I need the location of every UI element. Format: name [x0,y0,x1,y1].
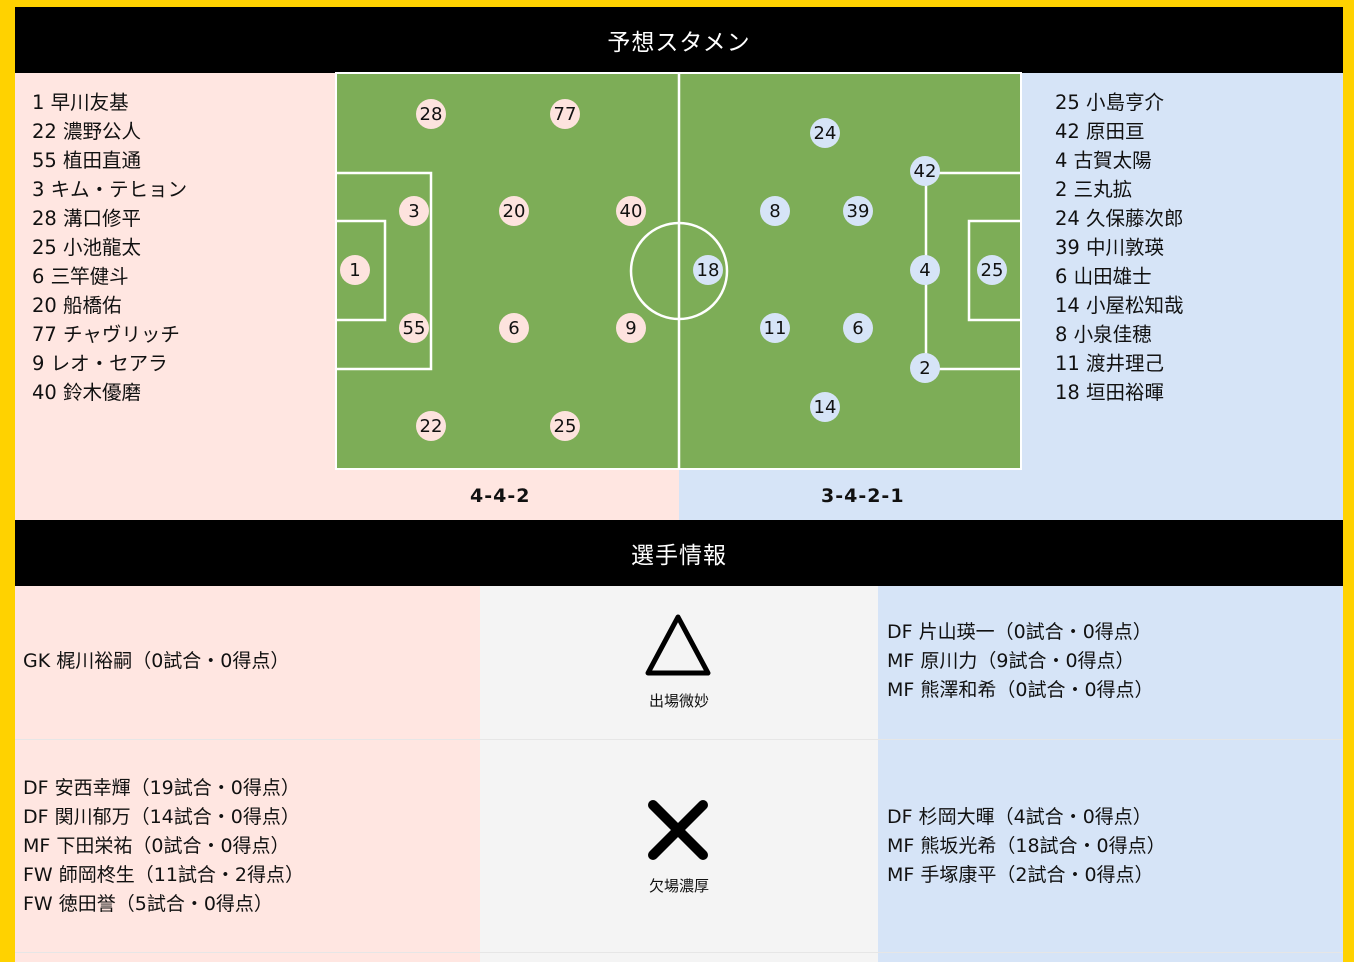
status-panel [480,586,878,962]
home-formation: 4-4-2 [470,485,531,507]
away-player-marker: 4 [910,255,940,285]
home-roster-item: 25 小池龍太 [32,236,142,259]
doubtful-label: 出場微妙 [648,692,709,710]
away-roster-item: 8 小泉佳穂 [1055,323,1152,346]
home-out-list: DF 安西幸輝（19試合・0得点） DF 関川郁万（14試合・0得点） MF 下… [23,774,304,919]
player-info-title: 選手情報 [631,543,727,569]
home-out-item: FW 師岡柊生（11試合・2得点） [23,864,305,886]
home-roster-item: 40 鈴木優磨 [32,381,142,404]
home-player-marker: 20 [499,196,529,226]
pitch: 1 3 55 28 22 20 6 77 25 40 9 25 42 4 2 2… [335,72,1022,470]
home-player-marker: 6 [499,313,529,343]
away-player-marker: 14 [810,392,840,422]
home-roster-item: 6 三竿健斗 [32,265,129,288]
home-doubtful-item: GK 梶川裕嗣（0試合・0得点） [23,650,290,672]
home-roster-item: 9 レオ・セアラ [32,352,168,375]
away-roster-item: 25 小島亨介 [1055,91,1165,114]
row-divider [15,739,1343,740]
player-info-header: 選手情報 [15,520,1343,586]
away-player-marker: 11 [760,313,790,343]
away-roster-item: 4 古賀太陽 [1055,149,1152,172]
home-player-marker: 40 [616,196,646,226]
away-roster-item: 24 久保藤次郎 [1055,207,1184,230]
cross-icon [648,800,708,860]
away-roster-item: 6 山田雄士 [1055,265,1152,288]
lineup-sheet: 予想スタメン 1 早川友基 22 濃野公人 55 植田直通 3 キム・テヒョン … [15,7,1343,962]
away-player-marker: 24 [810,118,840,148]
away-formation: 3-4-2-1 [821,485,905,507]
home-out-item: FW 徳田誉（5試合・0得点） [23,893,273,915]
away-roster-item: 39 中川敦瑛 [1055,236,1165,259]
away-doubtful-item: DF 片山瑛一（0試合・0得点） [887,621,1152,643]
away-roster-item: 14 小屋松知哉 [1055,294,1184,317]
home-roster-item: 22 濃野公人 [32,120,142,143]
triangle-icon [645,614,711,676]
home-player-marker: 25 [550,411,580,441]
home-player-marker: 22 [416,411,446,441]
away-player-marker: 2 [910,353,940,383]
home-out-item: DF 安西幸輝（19試合・0得点） [23,777,300,799]
away-out-item: DF 杉岡大暉（4試合・0得点） [887,806,1152,828]
home-doubtful-list: GK 梶川裕嗣（0試合・0得点） [23,647,289,676]
away-roster-item: 2 三丸拡 [1055,178,1133,201]
home-player-marker: 55 [399,313,429,343]
away-roster-item: 11 渡井理己 [1055,352,1165,375]
away-out-item: MF 手塚康平（2試合・0得点） [887,864,1154,886]
away-out-list: DF 杉岡大暉（4試合・0得点） MF 熊坂光希（18試合・0得点） MF 手塚… [887,803,1166,890]
home-player-marker: 3 [399,196,429,226]
starting-lineup-header: 予想スタメン [15,7,1343,73]
away-player-marker: 25 [977,255,1007,285]
home-roster-item: 20 船橋佑 [32,294,122,317]
home-roster-item: 55 植田直通 [32,149,142,172]
starting-lineup-title: 予想スタメン [607,30,751,56]
row-divider [15,952,1343,953]
away-roster: 25 小島亨介 42 原田亘 4 古賀太陽 2 三丸拡 24 久保藤次郎 39 … [1055,88,1184,407]
home-player-marker: 1 [340,255,370,285]
away-doubtful-list: DF 片山瑛一（0試合・0得点） MF 原川力（9試合・0得点） MF 熊澤和希… [887,618,1154,705]
away-doubtful-item: MF 熊澤和希（0試合・0得点） [887,679,1154,701]
home-roster-item: 28 溝口修平 [32,207,142,230]
away-doubtful-item: MF 原川力（9試合・0得点） [887,650,1135,672]
home-player-marker: 77 [550,99,580,129]
away-player-marker: 42 [910,156,940,186]
home-player-marker: 9 [616,313,646,343]
home-roster-item: 1 早川友基 [32,91,129,114]
away-player-marker: 6 [843,313,873,343]
home-roster-item: 3 キム・テヒョン [32,178,188,201]
away-info-panel [878,586,1343,962]
pitch-markings [337,74,1020,468]
away-out-item: MF 熊坂光希（18試合・0得点） [887,835,1166,857]
away-player-marker: 8 [760,196,790,226]
away-player-marker: 18 [693,255,723,285]
home-out-item: DF 関川郁万（14試合・0得点） [23,806,300,828]
home-player-marker: 28 [416,99,446,129]
away-roster-item: 18 垣田裕暉 [1055,381,1165,404]
away-player-marker: 39 [843,196,873,226]
home-out-item: MF 下田栄祐（0試合・0得点） [23,835,290,857]
home-roster: 1 早川友基 22 濃野公人 55 植田直通 3 キム・テヒョン 28 溝口修平… [32,88,187,407]
out-label: 欠場濃厚 [648,877,709,895]
away-roster-item: 42 原田亘 [1055,120,1145,143]
home-roster-item: 77 チャヴリッチ [32,323,180,346]
home-info-panel [15,586,480,962]
